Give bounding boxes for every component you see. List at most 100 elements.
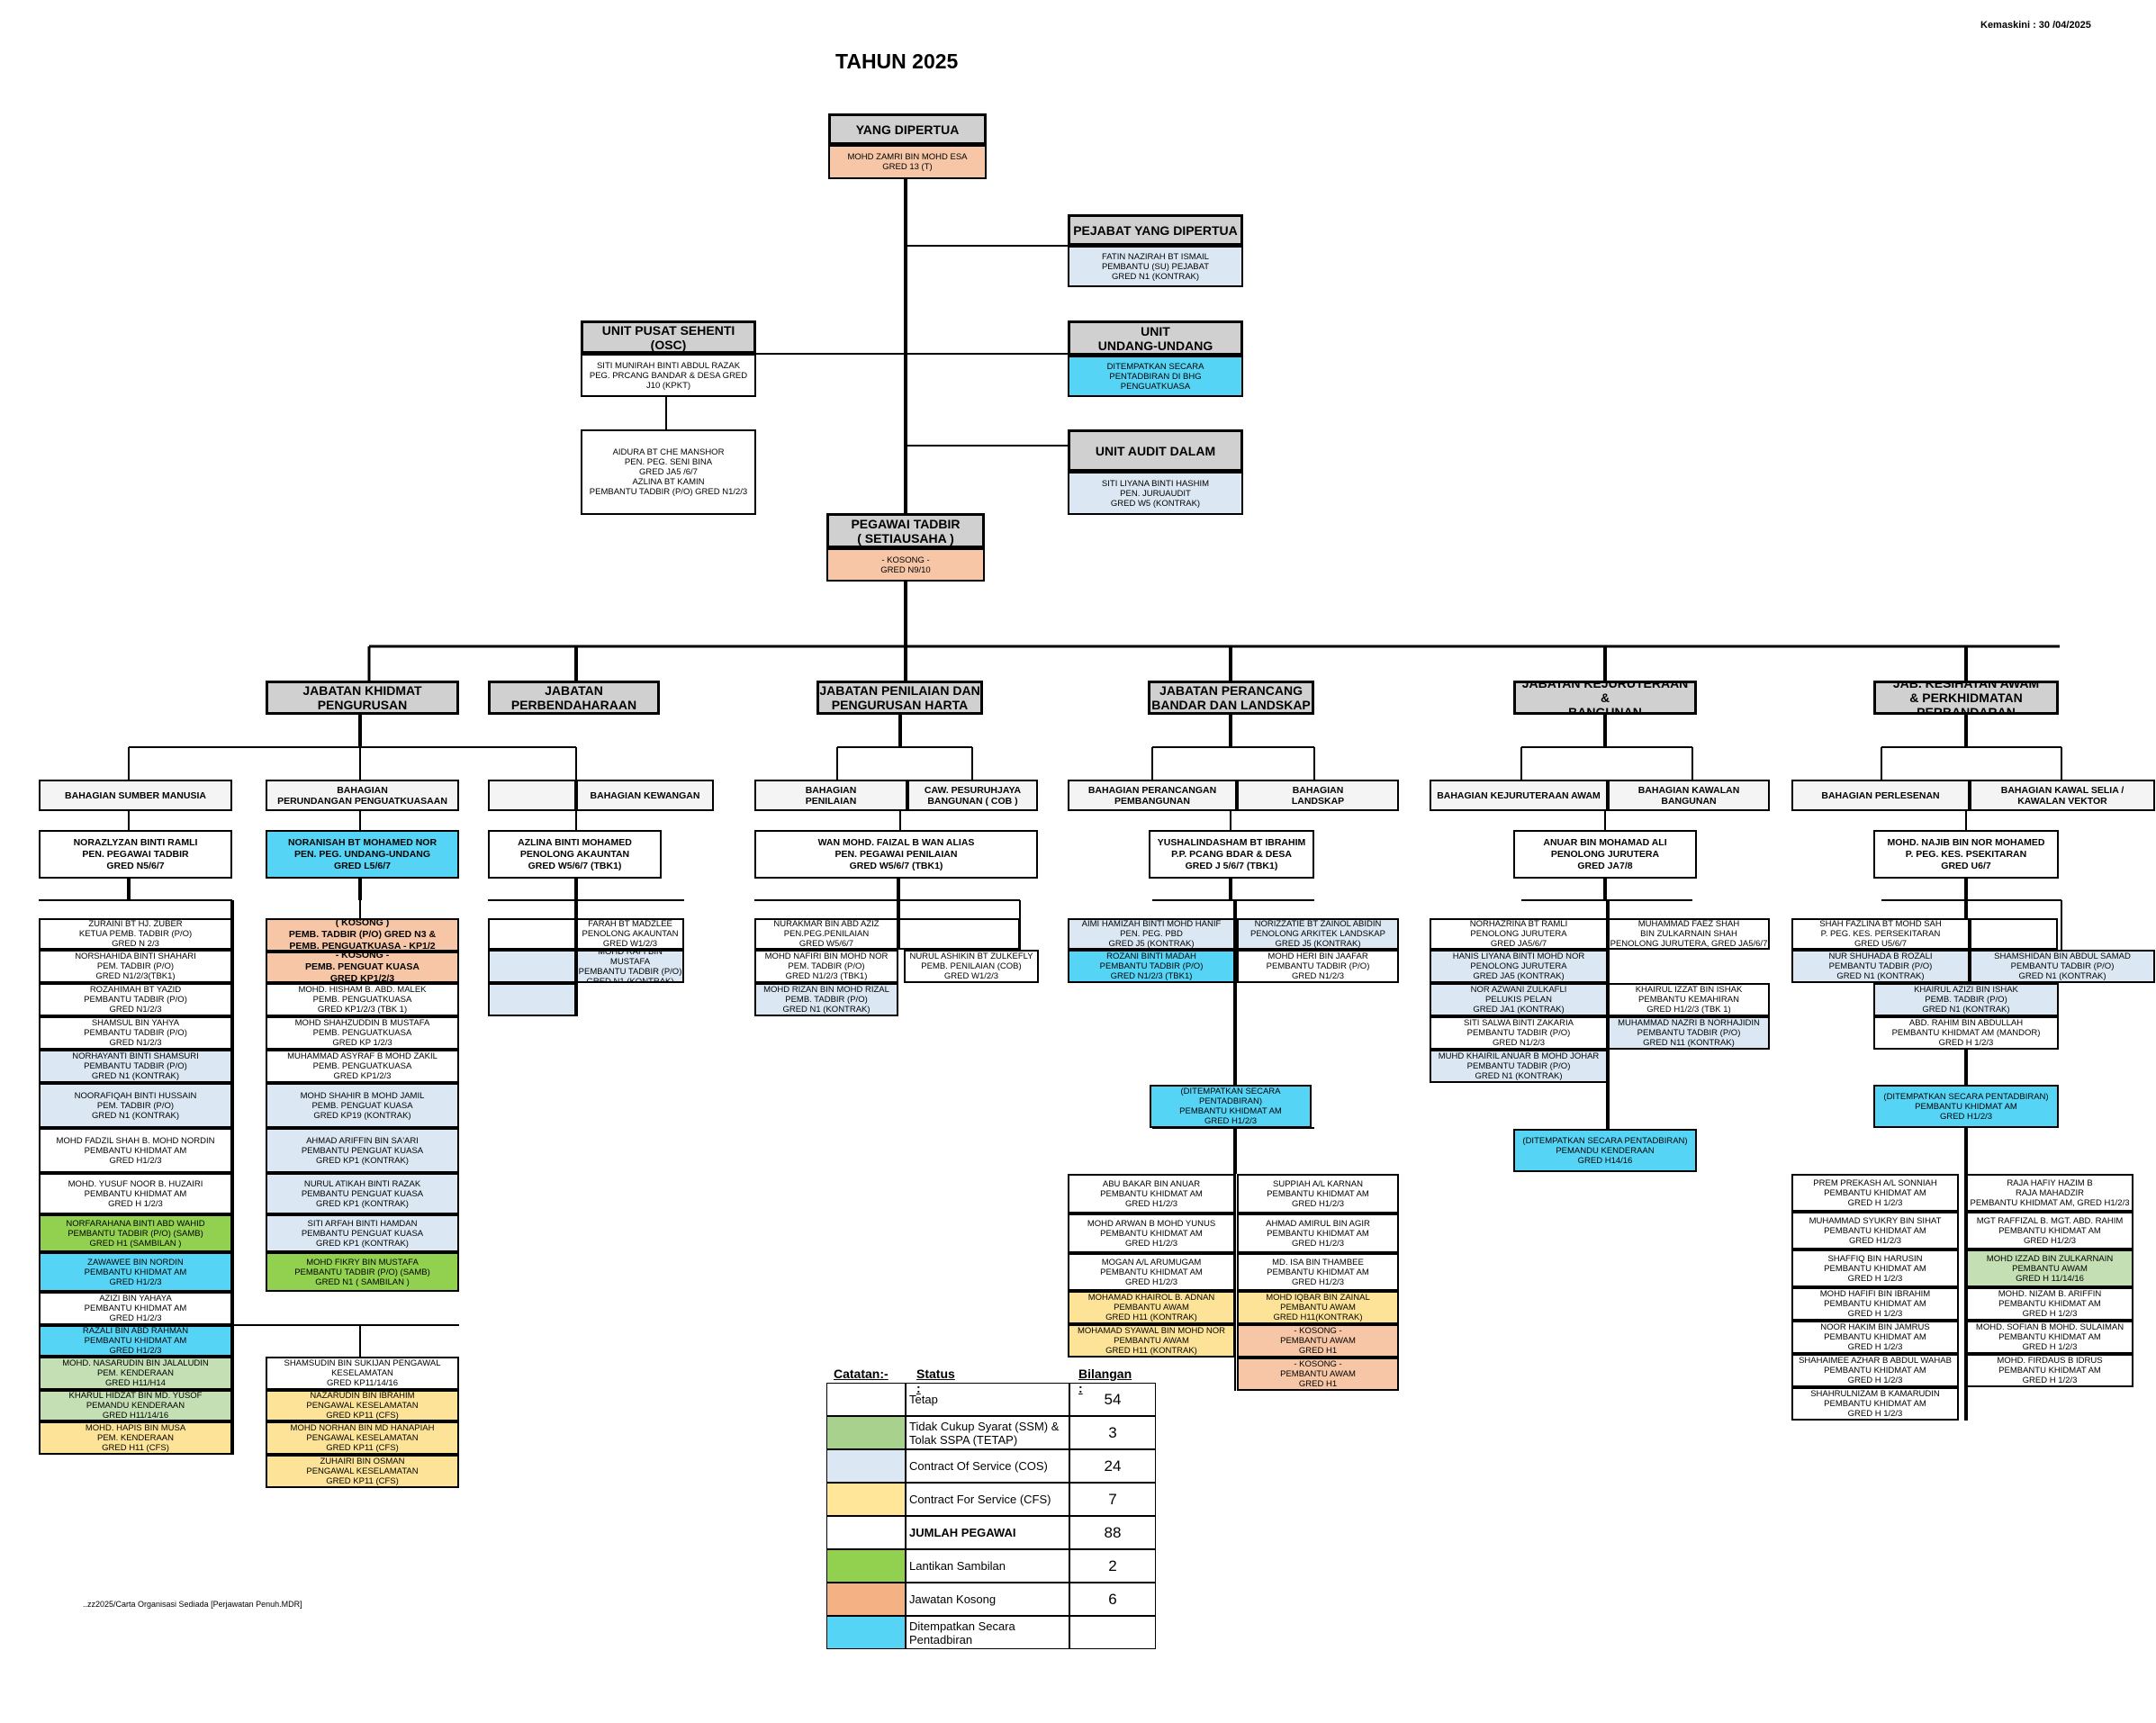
pn-1: NURAKMAR BIN ABD AZIZ PEN.PEG.PENILAIAN … [754, 918, 898, 950]
bhg-cob: CAW. PESURUHJAYA BANGUNAN ( COB ) [907, 780, 1038, 811]
legend-count: 54 [1069, 1383, 1156, 1416]
unit-osc-holder-2: AIDURA BT CHE MANSHOR PEN. PEG. SENI BIN… [581, 429, 756, 515]
unit-osc-header: UNIT PUSAT SEHENTI (OSC) [581, 320, 756, 354]
kv-3: ABD. RAHIM BIN ABDULLAH PEMBANTU KHIDMAT… [1873, 1016, 2059, 1050]
pd-3: MOHD. HISHAM B. ABD. MALEK PEMB. PENGUAT… [266, 983, 459, 1016]
bhg-kawal-selia: BAHAGIAN KAWAL SELIA / KAWALAN VEKTOR [1970, 780, 2155, 811]
kw-2: MOHD RAFI BIN MUSTAFA PEMBANTU TADBIR (P… [576, 950, 684, 983]
unit-osc-holder-1: SITI MUNIRAH BINTI ABDUL RAZAK PEG. PRCA… [581, 354, 756, 397]
legend-swatch [826, 1583, 906, 1616]
kj-5: MUHD KHAIRIL ANUAR B MOHD JOHAR PEMBANTU… [1430, 1050, 1608, 1083]
pd-6: MOHD SHAHIR B MOHD JAMIL PEMB. PENGUAT K… [266, 1083, 459, 1128]
ks-3: PREM PREKASH A/L SONNIAH PEMBANTU KHIDMA… [1791, 1174, 1959, 1212]
kw-empty-1 [488, 918, 576, 950]
head-kejuruteraan: ANUAR BIN MOHAMAD ALI PENOLONG JURUTERA … [1513, 830, 1697, 879]
ls-8: - KOSONG - PEMBANTU AWAM GRED H1 [1237, 1358, 1399, 1391]
pd-1: ( KOSONG ) PEMB. TADBIR (P/O) GRED N3 & … [266, 918, 459, 952]
sm-1: ZURAINI BT HJ. ZUBER KETUA PEMB. TADBIR … [39, 918, 232, 950]
ks-5: SHAFFIQ BIN HARUSIN PEMBANTU KHIDMAT AM … [1791, 1249, 1959, 1287]
pr-ditempatkan: (DITEMPATKAN SECARA PENTADBIRAN) PEMBANT… [1150, 1085, 1312, 1128]
bhg-penilaian: BAHAGIAN PENILAIAN [754, 780, 907, 811]
unit-audit-header: UNIT AUDIT DALAM [1068, 429, 1243, 472]
pejabat-yang-dipertua-header: PEJABAT YANG DIPERTUA [1068, 214, 1243, 246]
sm-9: NORFARAHANA BINTI ABD WAHID PEMBANTU TAD… [39, 1214, 232, 1252]
ks-6: MOHD HAFIFI BIN IBRAHIM PEMBANTU KHIDMAT… [1791, 1287, 1959, 1321]
legend-row: Ditempatkan Secara Pentadbiran [826, 1616, 1156, 1649]
bhg-blank [488, 780, 576, 811]
legend-swatch [826, 1416, 906, 1449]
ls-3: SUPPIAH A/L KARNAN PEMBANTU KHIDMAT AM G… [1237, 1174, 1399, 1213]
legend-label: JUMLAH PEGAWAI [906, 1516, 1069, 1549]
legend-count: 24 [1069, 1449, 1156, 1483]
pr-3: ABU BAKAR BIN ANUAR PEMBANTU KHIDMAT AM … [1068, 1174, 1235, 1213]
legend-bilangan: Bilangan : [1078, 1367, 1132, 1395]
head-sumber-manusia: NORAZLYZAN BINTI RAMLI PEN. PEGAWAI TADB… [39, 830, 232, 879]
bhg-kejuruteraan-awam: BAHAGIAN KEJURUTERAAN AWAM [1430, 780, 1608, 811]
unit-undang-holder: DITEMPATKAN SECARA PENTADBIRAN DI BHG PE… [1068, 356, 1243, 397]
legend-catatan: Catatan:- [834, 1367, 889, 1381]
pegawai-tadbir-holder: - KOSONG - GRED N9/10 [826, 548, 985, 582]
sm-3: ROZAHIMAH BT YAZID PEMBANTU TADBIR (P/O)… [39, 983, 232, 1016]
pd-13: MOHD NORHAN BIN MD HANAPIAH PENGAWAL KES… [266, 1421, 459, 1455]
legend-count: 2 [1069, 1549, 1156, 1583]
pd-12: NAZARUDIN BIN IBRAHIM PENGAWAL KESELAMAT… [266, 1390, 459, 1421]
kv-6: MOHD IZZAD BIN ZULKARNAIN PEMBANTU AWAM … [1966, 1249, 2133, 1287]
dept-perancang: JABATAN PERANCANG BANDAR DAN LANDSKAP [1148, 681, 1314, 715]
sm-6: NOORAFIQAH BINTI HUSSAIN PEM. TADBIR (P/… [39, 1083, 232, 1128]
kj-1: NORHAZRINA BT RAMLI PENOLONG JURUTERA GR… [1430, 918, 1608, 950]
ks-9: SHAHRULNIZAM B KAMARUDIN PEMBANTU KHIDMA… [1791, 1387, 1959, 1421]
kb-2: KHAIRUL IZZAT BIN ISHAK PEMBANTU KEMAHIR… [1608, 983, 1770, 1016]
yang-dipertua-holder: MOHD ZAMRI BIN MOHD ESA GRED 13 (T) [828, 145, 987, 179]
legend-row: Tidak Cukup Syarat (SSM) & Tolak SSPA (T… [826, 1416, 1156, 1449]
pd-9: SITI ARFAH BINTI HAMDAN PEMBANTU PENGUAT… [266, 1214, 459, 1252]
ls-4: AHMAD AMIRUL BIN AGIR PEMBANTU KHIDMAT A… [1237, 1213, 1399, 1253]
legend-swatch [826, 1549, 906, 1583]
dept-penilaian: JABATAN PENILAIAN DAN PENGURUSAN HARTA [816, 681, 983, 715]
bhg-perlesenan: BAHAGIAN PERLESENAN [1791, 780, 1970, 811]
sm-8: MOHD. YUSUF NOOR B. HUZAIRI PEMBANTU KHI… [39, 1173, 232, 1214]
cob-1: NURUL ASHIKIN BT ZULKEFLY PEMB. PENILAIA… [904, 950, 1039, 983]
pejabat-yang-dipertua-holder: FATIN NAZIRAH BT ISMAIL PEMBANTU (SU) PE… [1068, 246, 1243, 287]
sm-11: AZIZI BIN YAHAYA PEMBANTU KHIDMAT AM GRE… [39, 1292, 232, 1325]
sm-13: MOHD. NASARUDIN BIN JALALUDIN PEM. KENDE… [39, 1357, 232, 1390]
kj-3: NOR AZWANI ZULKAFLI PELUKIS PELAN GRED J… [1430, 983, 1608, 1016]
head-penilaian: WAN MOHD. FAIZAL B WAN ALIAS PEN. PEGAWA… [754, 830, 1038, 879]
pd-4: MOHD SHAHZUDDIN B MUSTAFA PEMB. PENGUATK… [266, 1016, 459, 1050]
kb-1: MUHAMMAD FAEZ SHAH BIN ZULKARNAIN SHAH P… [1608, 918, 1770, 950]
kw-empty-2 [488, 950, 576, 983]
legend-label: Tetap [906, 1383, 1069, 1416]
bhg-sumber-manusia: BAHAGIAN SUMBER MANUSIA [39, 780, 232, 811]
kv-5: MGT RAFFIZAL B. MGT. ABD. RAHIM PEMBANTU… [1966, 1212, 2133, 1249]
ks-8: SHAHAIMEE AZHAR B ABDUL WAHAB PEMBANTU K… [1791, 1354, 1959, 1387]
sm-5: NORHAYANTI BINTI SHAMSURI PEMBANTU TADBI… [39, 1050, 232, 1083]
kv-7: MOHD. NIZAM B. ARIFFIN PEMBANTU KHIDMAT … [1966, 1287, 2133, 1321]
legend-swatch [826, 1616, 906, 1649]
ls-6: MOHD IQBAR BIN ZAINAL PEMBANTU AWAM GRED… [1237, 1291, 1399, 1324]
ks-ditempatkan: (DITEMPATKAN SECARA PENTADBIRAN) PEMBANT… [1873, 1085, 2059, 1128]
pd-11: SHAMSUDIN BIN SUKIJAN PENGAWAL KESELAMAT… [266, 1357, 459, 1390]
sm-10: ZAWAWEE BIN NORDIN PEMBANTU KHIDMAT AM G… [39, 1252, 232, 1292]
bhg-kawalan-bangunan: BAHAGIAN KAWALAN BANGUNAN [1608, 780, 1770, 811]
ks-1: SHAH FAZLINA BT MOHD SAH P. PEG. KES. PE… [1791, 918, 1970, 950]
pd-8: NURUL ATIKAH BINTI RAZAK PEMBANTU PENGUA… [266, 1173, 459, 1214]
sm-4: SHAMSUL BIN YAHYA PEMBANTU TADBIR (P/O) … [39, 1016, 232, 1050]
pn-3: MOHD RIZAN BIN MOHD RIZAL PEMB. TADBIR (… [754, 983, 898, 1016]
legend-count: 7 [1069, 1483, 1156, 1516]
unit-undang-header: UNIT UNDANG-UNDANG [1068, 320, 1243, 356]
kw-empty-3 [488, 983, 576, 1016]
legend-swatch [826, 1449, 906, 1483]
head-kesihatan: MOHD. NAJIB BIN NOR MOHAMED P. PEG. KES.… [1873, 830, 2059, 879]
ls-5: MD. ISA BIN THAMBEE PEMBANTU KHIDMAT AM … [1237, 1253, 1399, 1291]
legend-label: Tidak Cukup Syarat (SSM) & Tolak SSPA (T… [906, 1416, 1069, 1449]
sm-15: MOHD. HAPIS BIN MUSA PEM. KENDERAAN GRED… [39, 1421, 232, 1455]
pd-14: ZUHAIRI BIN OSMAN PENGAWAL KESELAMATAN G… [266, 1455, 459, 1488]
page-title: TAHUN 2025 [835, 50, 959, 73]
bhg-perundangan: BAHAGIAN PERUNDANGAN PENGUATKUASAAN [266, 780, 459, 811]
legend-count [1069, 1616, 1156, 1649]
pr-4: MOHD ARWAN B MOHD YUNUS PEMBANTU KHIDMAT… [1068, 1213, 1235, 1253]
pd-5: MUHAMMAD ASYRAF B MOHD ZAKIL PEMB. PENGU… [266, 1050, 459, 1083]
legend-swatch [826, 1383, 906, 1416]
